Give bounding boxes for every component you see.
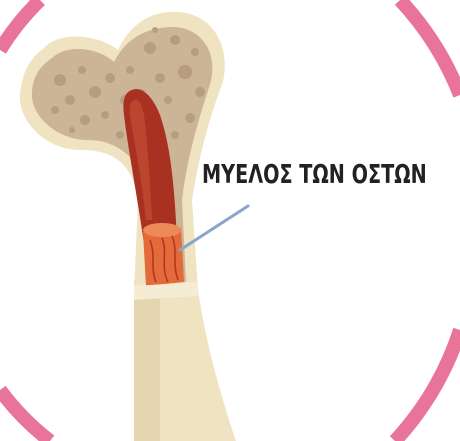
bone-shaft-shadow: [134, 290, 160, 441]
marrow-cross-section: [143, 223, 184, 286]
bone-marrow-label: ΜΥΕΛΟΣ ΤΩΝ ΟΣΤΩΝ: [202, 160, 427, 190]
